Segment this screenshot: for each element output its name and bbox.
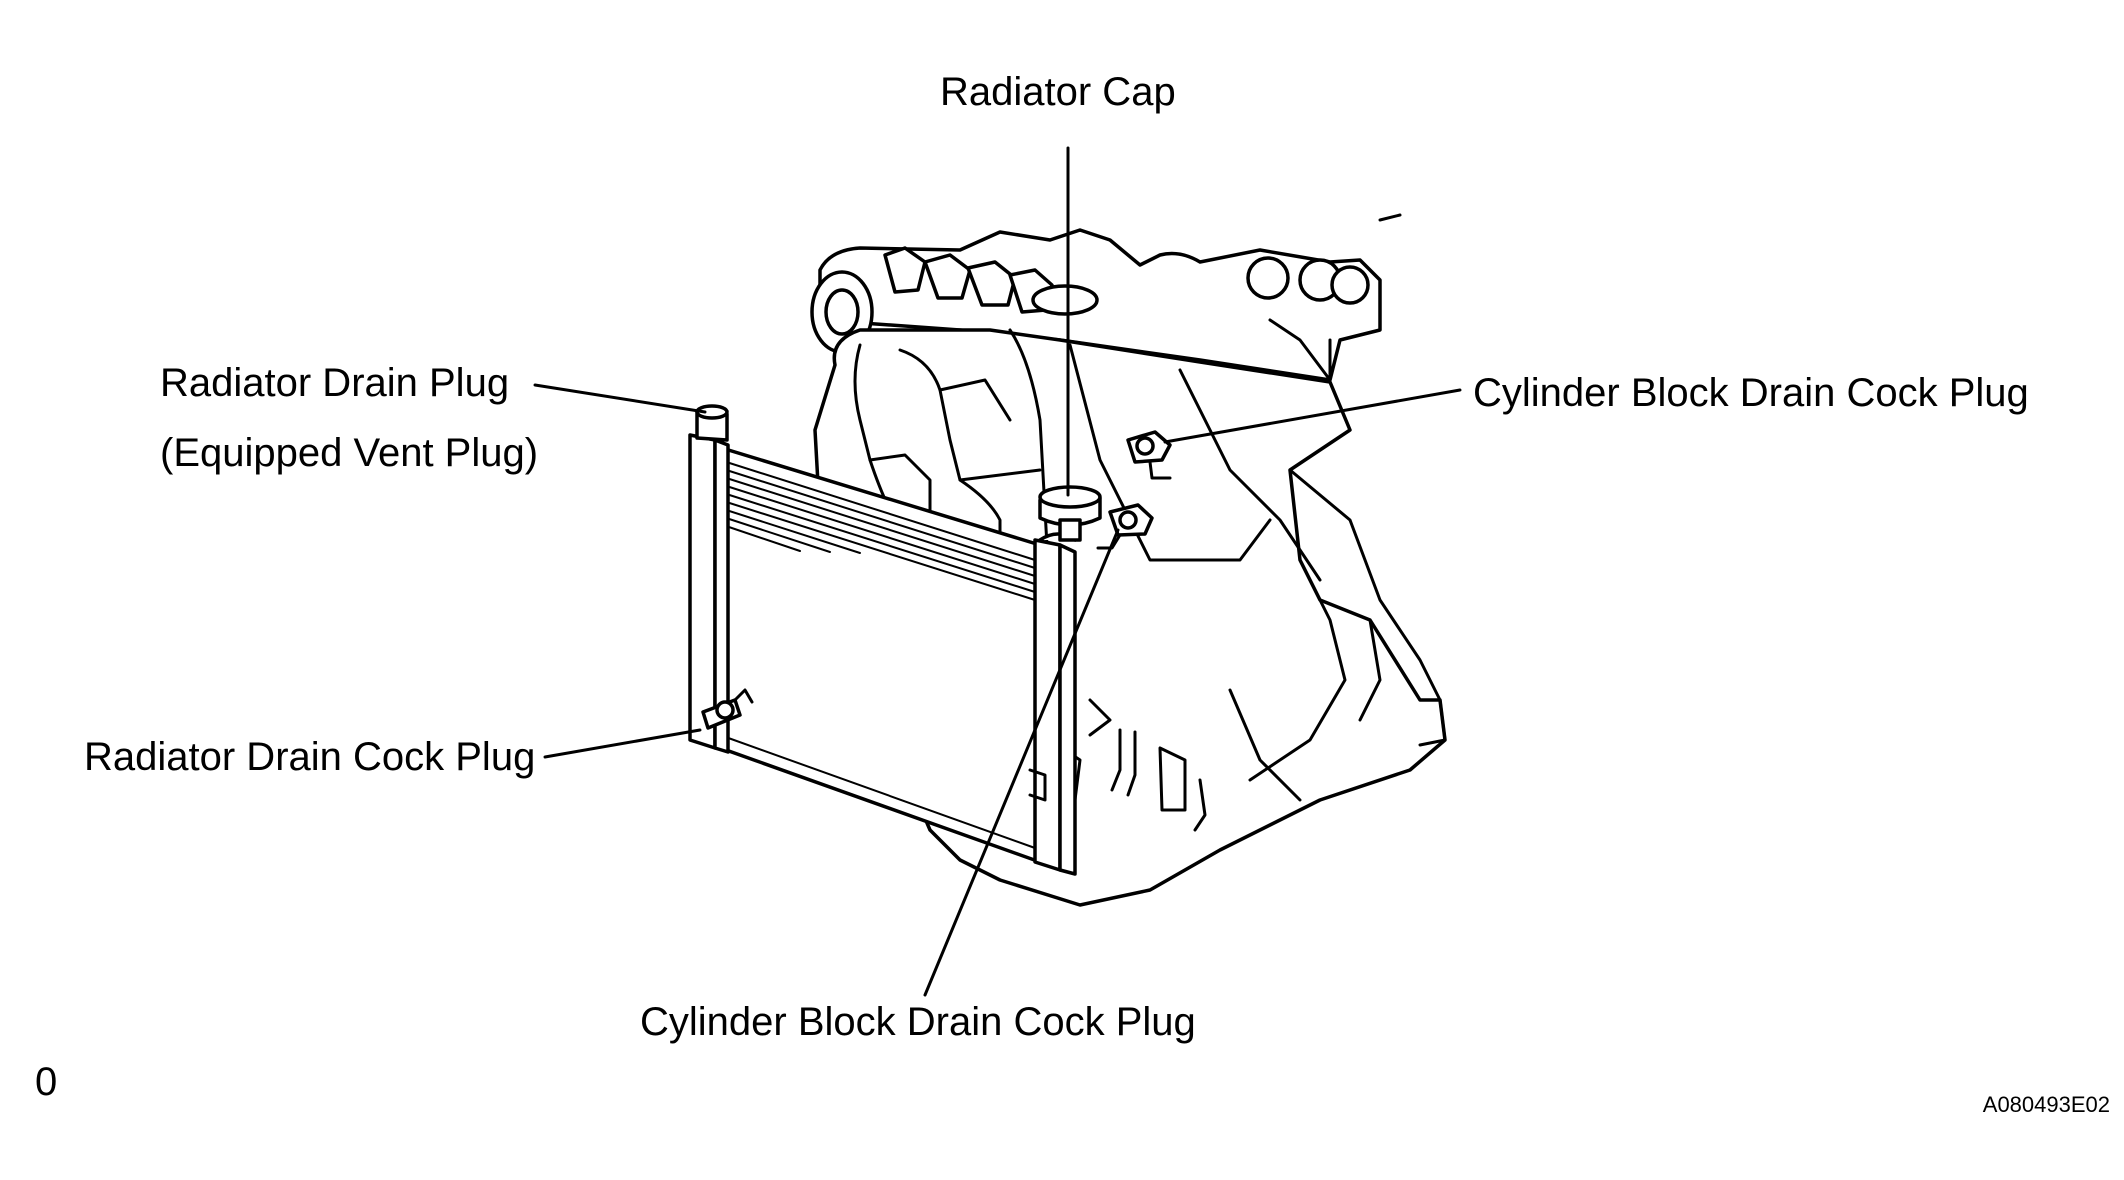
- leader-radiator-drain-plug: [533, 383, 707, 414]
- label-radiator-cap: Radiator Cap: [940, 70, 1176, 114]
- figure-code: A080493E02: [1982, 1092, 2110, 1117]
- label-cylinder-block-drain-cock-plug-right: Cylinder Block Drain Cock Plug: [1473, 371, 2029, 415]
- label-equipped-vent-plug: (Equipped Vent Plug): [160, 431, 539, 475]
- leader-cylinder-block-right: [1163, 388, 1462, 444]
- radiator-illustration: [688, 404, 1102, 876]
- cylinder-block-drain-cock-upper: [1126, 430, 1172, 480]
- leader-radiator-drain-cock: [543, 728, 702, 759]
- label-radiator-drain-cock-plug: Radiator Drain Cock Plug: [84, 735, 536, 779]
- page-marker: 0: [35, 1060, 58, 1104]
- label-radiator-drain-plug: Radiator Drain Plug: [160, 361, 510, 405]
- label-cylinder-block-drain-cock-plug-bottom: Cylinder Block Drain Cock Plug: [640, 1000, 1196, 1044]
- leader-cylinder-block-bottom: [923, 528, 1120, 997]
